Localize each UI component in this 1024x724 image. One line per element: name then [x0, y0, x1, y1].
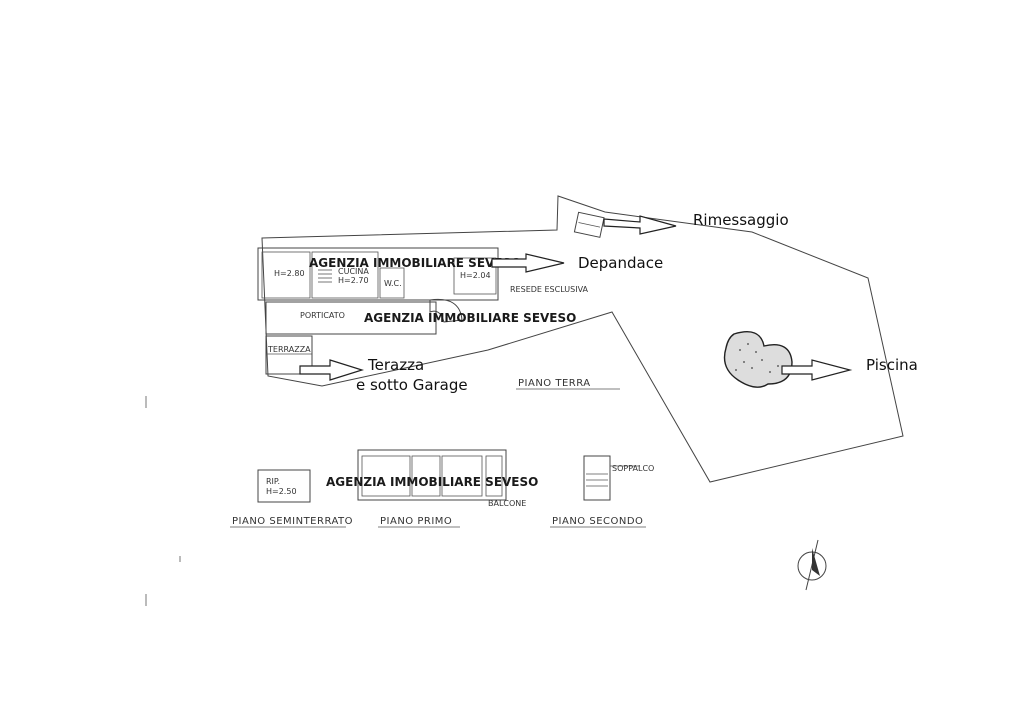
floor-label-secondo: PIANO SECONDO [552, 516, 643, 527]
north-arrow-icon [797, 539, 827, 591]
cucina-h-label: H=2.70 [338, 276, 369, 285]
porticato-label: PORTICATO [300, 311, 345, 320]
rip-label: RIP. [266, 477, 280, 486]
annotation-rimessaggio: Rimessaggio [693, 211, 789, 229]
rip-h-label: H=2.50 [266, 487, 297, 496]
floor-label-terra: PIANO TERRA [518, 378, 591, 389]
lot-boundary [261, 195, 904, 483]
room-h-label: H=2.80 [274, 269, 305, 278]
wc-label: W.C. [384, 279, 402, 288]
watermark-text: AGENZIA IMMOBILIARE SEVESO [309, 256, 521, 270]
room-h-label: H=2.04 [460, 271, 491, 280]
primo-building [357, 449, 507, 501]
pool-shape [723, 331, 793, 388]
floor-label-seminterrato: PIANO SEMINTERRATO [232, 516, 353, 527]
rimessaggio-building [573, 211, 605, 238]
annotation-terazza: Terazza [367, 356, 424, 374]
watermark-text: AGENZIA IMMOBILIARE SEVESO [326, 475, 538, 489]
spiral-stair [429, 298, 463, 323]
seminterrato-room [257, 469, 311, 503]
secondo-building [583, 455, 640, 501]
annotation-depandace: Depandace [578, 254, 663, 272]
arrow-icon [299, 359, 365, 381]
watermark-text: AGENZIA IMMOBILIARE SEVESO [364, 311, 576, 325]
annotation-sotto-garage: e sotto Garage [356, 376, 468, 394]
arrow-icon [781, 359, 853, 381]
soppalco-label: SOPPALCO [612, 464, 654, 473]
arrow-icon [491, 253, 565, 273]
resede-label: RESEDE ESCLUSIVA [510, 285, 589, 294]
arrow-icon [603, 215, 677, 235]
stair-symbol [318, 269, 332, 283]
balcone-label: BALCONE [488, 499, 526, 508]
terrazza-label: TERRAZZA [267, 345, 311, 354]
main-building [257, 247, 499, 375]
floor-label-primo: PIANO PRIMO [380, 516, 452, 527]
pool-texture [735, 343, 779, 373]
annotation-piscina: Piscina [866, 356, 918, 374]
cucina-label: CUCINA [338, 267, 369, 276]
